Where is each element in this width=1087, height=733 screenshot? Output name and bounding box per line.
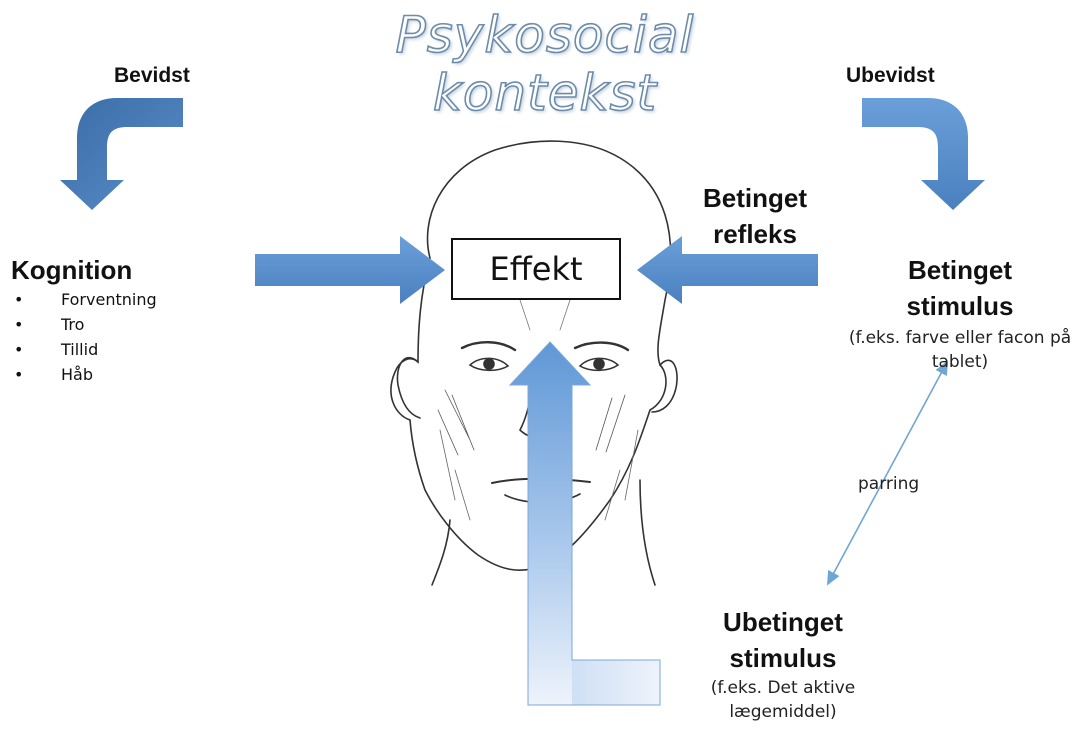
effekt-box: Effekt: [451, 238, 621, 300]
refleks-arrow: [637, 236, 818, 304]
ubetinget-arrow: [510, 342, 660, 705]
ubetinget-stimulus-note-2: lægemiddel): [729, 702, 837, 722]
betinget-refleks-label: Betinget refleks: [690, 180, 820, 252]
page-title: Psykosocial kontekst: [330, 5, 760, 123]
betinget-stimulus-note-1: (f.eks. farve eller facon på: [848, 328, 1072, 348]
betinget-stimulus-line-2: stimulus: [906, 291, 1014, 321]
kognition-block: Kognition Forventning Tro Tillid Håb: [11, 253, 157, 387]
title-line-2: kontekst: [432, 63, 658, 123]
betinget-refleks-line-1: Betinget: [703, 183, 807, 213]
kognition-arrow: [255, 236, 445, 304]
kognition-heading: Kognition: [11, 255, 133, 285]
ubevidst-arrow: [862, 98, 985, 210]
betinget-refleks-line-2: refleks: [713, 219, 797, 249]
bevidst-arrow: [60, 98, 183, 210]
parring-line: [826, 360, 949, 586]
list-item: Forventning: [11, 287, 157, 312]
ubetinget-stimulus-line-2: stimulus: [729, 643, 837, 673]
ubevidst-label: Ubevidst: [846, 64, 935, 87]
list-item: Tillid: [11, 337, 157, 362]
betinget-stimulus-block: Betinget stimulus (f.eks. farve eller fa…: [833, 252, 1087, 374]
ubetinget-stimulus-note-1: (f.eks. Det aktive: [710, 678, 856, 698]
betinget-stimulus-line-1: Betinget: [908, 255, 1012, 285]
ubetinget-stimulus-block: Ubetinget stimulus (f.eks. Det aktive læ…: [688, 604, 878, 724]
ubetinget-stimulus-line-1: Ubetinget: [723, 607, 843, 637]
kognition-list: Forventning Tro Tillid Håb: [11, 287, 157, 387]
title-line-1: Psykosocial: [395, 5, 695, 65]
betinget-stimulus-note-2: tablet): [931, 352, 989, 372]
parring-label: parring: [858, 474, 920, 494]
effekt-label: Effekt: [489, 250, 583, 288]
bevidst-label: Bevidst: [114, 64, 190, 87]
ubetinget-arrow-tail: [572, 660, 660, 705]
list-item: Tro: [11, 312, 157, 337]
list-item: Håb: [11, 362, 157, 387]
